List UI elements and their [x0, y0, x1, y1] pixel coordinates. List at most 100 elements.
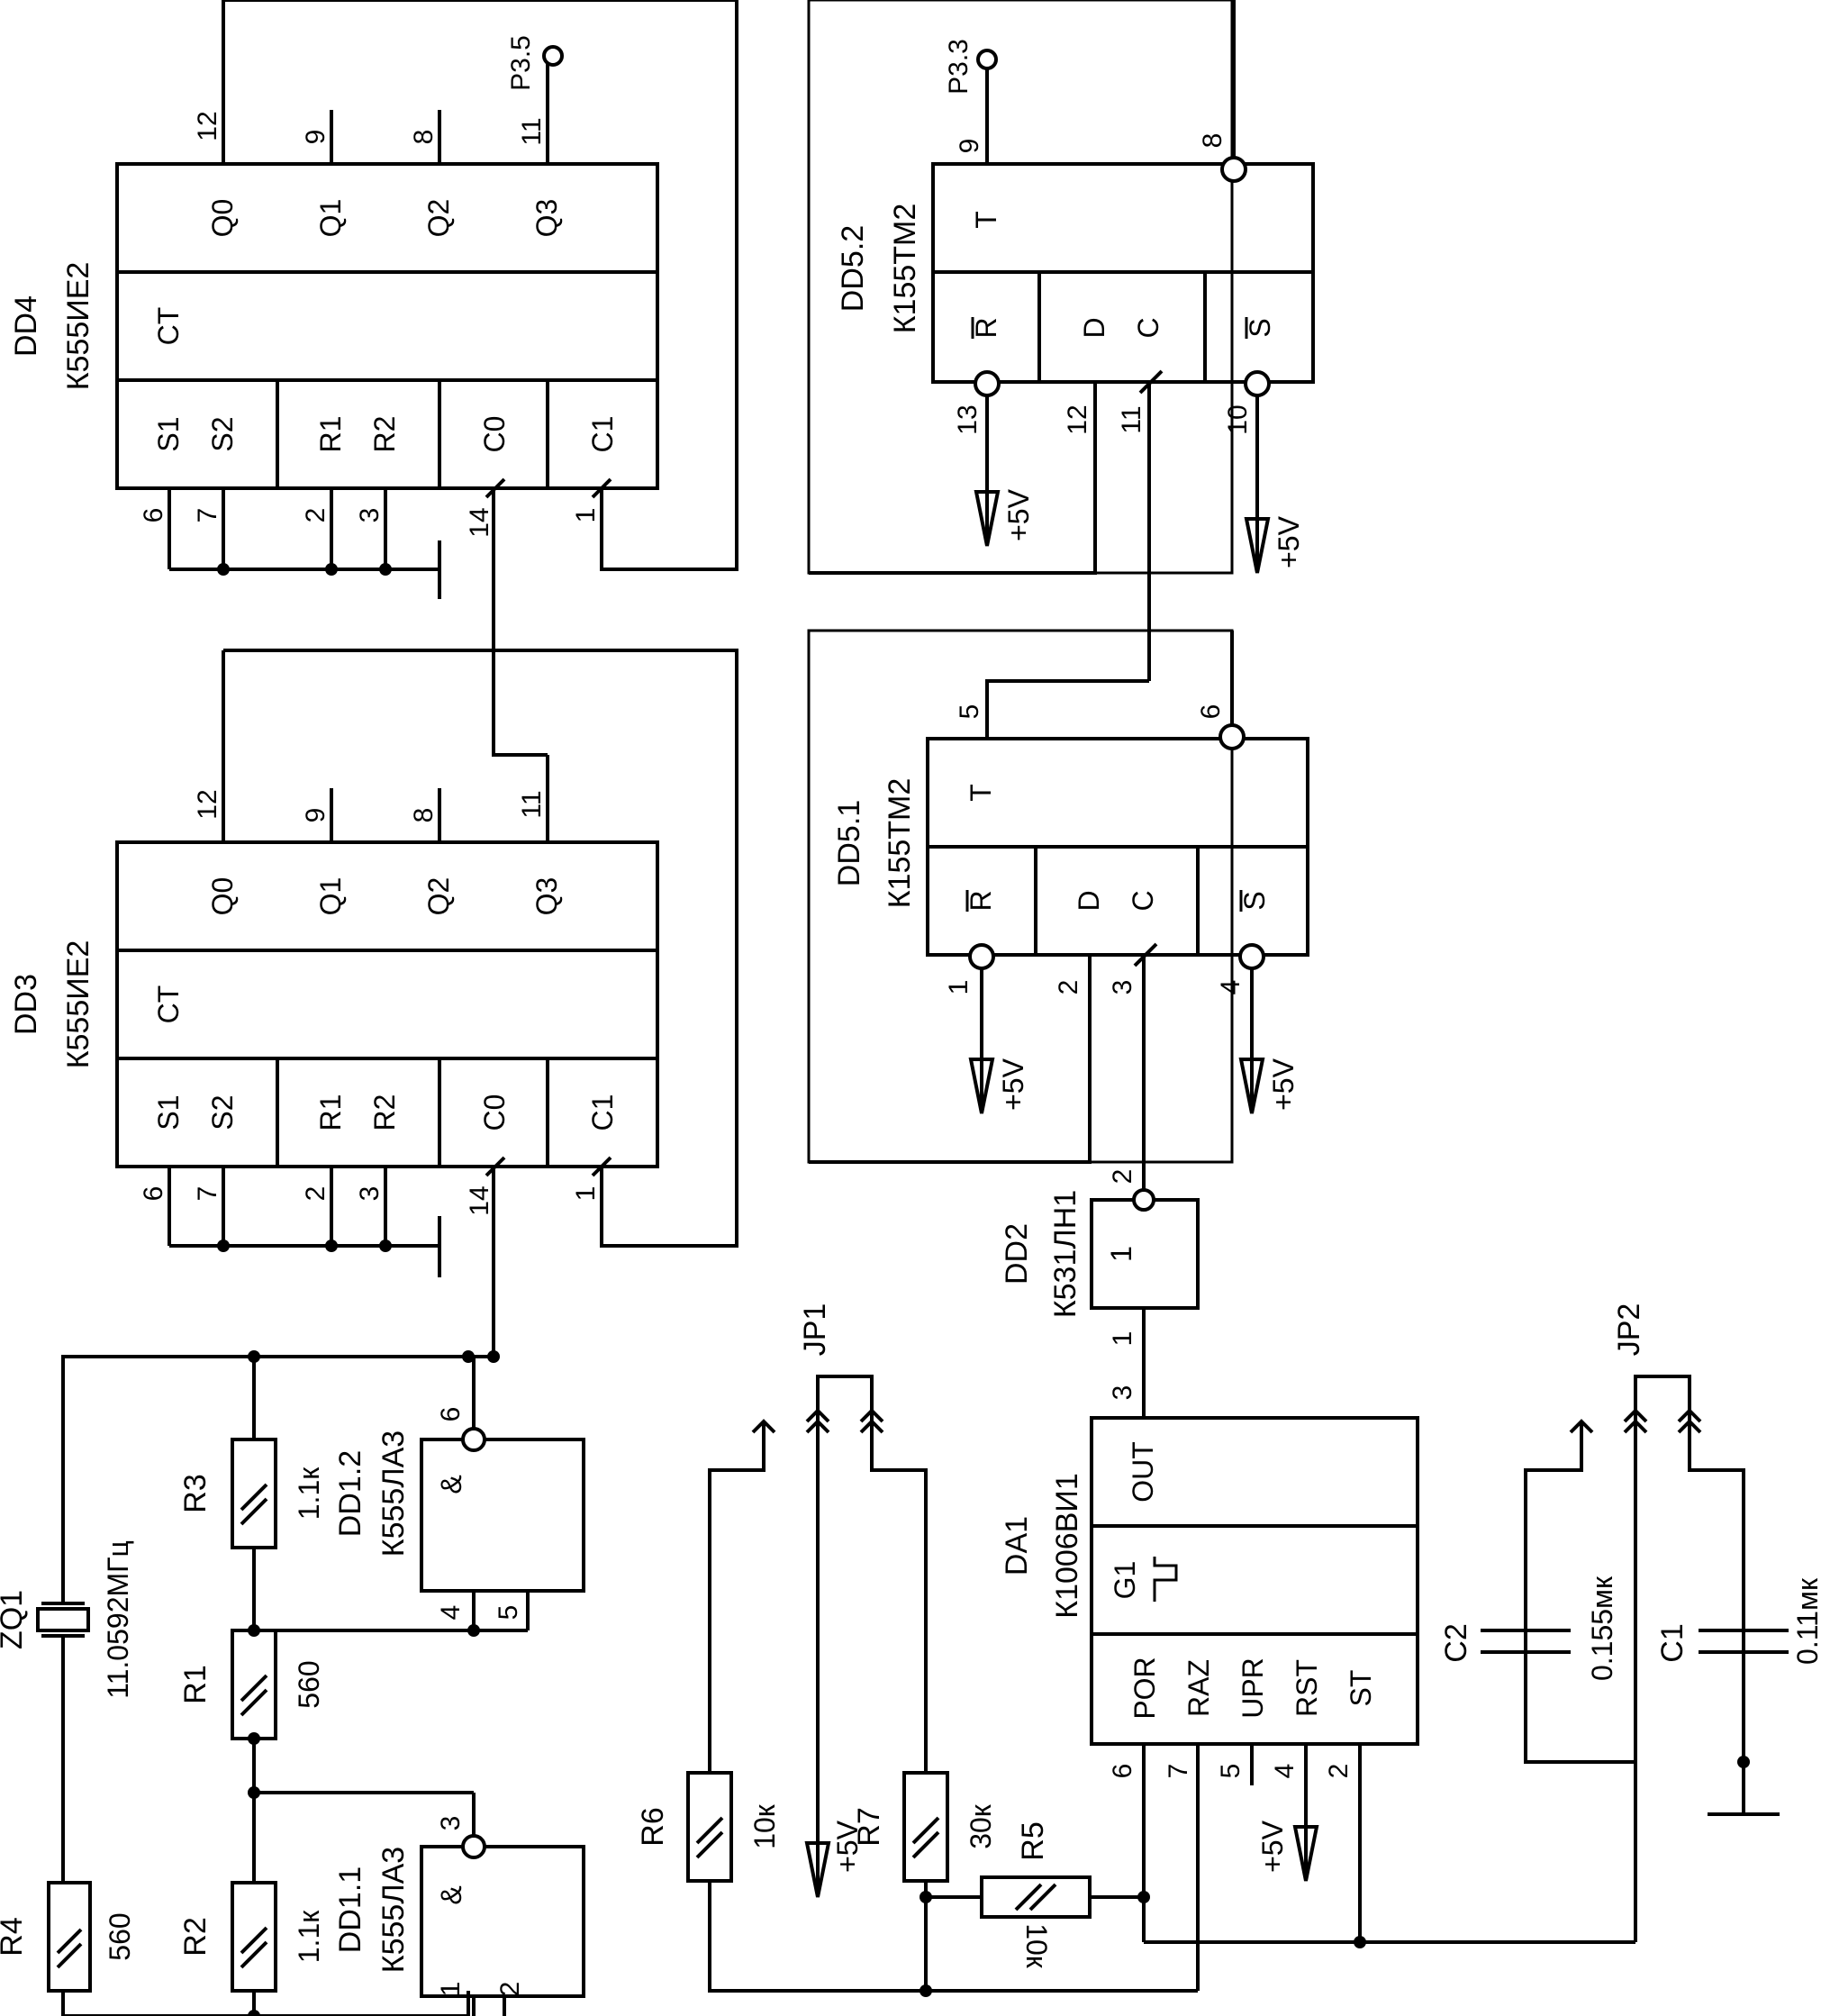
dd51-c-label: C: [1127, 890, 1159, 911]
dd52-t-label: T: [970, 211, 1002, 229]
dd51-pin-t: 5: [955, 704, 984, 720]
dd51-pin-s: 4: [1216, 980, 1246, 995]
da1-g1-label: G1: [1109, 1561, 1141, 1600]
dd3-pin-s1: 6: [139, 1186, 168, 1202]
dd12-ref: DD1.2: [333, 1450, 367, 1537]
dd4-pin-c1: 1: [571, 508, 601, 523]
dd4-pin-r1: 2: [301, 508, 331, 523]
wire-dd3-q3-to-dd4-c0: [492, 488, 548, 757]
p33-label: P3.3: [944, 39, 974, 95]
pulse-icon: [1153, 1557, 1178, 1602]
dd52-vcc-s: +5V: [1273, 515, 1305, 568]
dd3-s2-label: S2: [206, 1094, 239, 1130]
da1-pin-rst: 4: [1270, 1764, 1300, 1779]
dd3-q2-label: Q2: [422, 877, 455, 916]
chip-dd51: DD5.1 К155ТМ2 T R D C S 5 6 +5V 1 2 3 +5…: [807, 629, 1309, 1198]
dd4-q0-label: Q0: [206, 199, 239, 238]
dd52-pin-t: 9: [955, 139, 984, 154]
dd3-pin-s2: 7: [193, 1186, 222, 1202]
dd4-ref: DD4: [9, 295, 43, 357]
dd3-q0-label: Q0: [206, 877, 239, 916]
dd3-pin-c0: 14: [465, 1185, 494, 1215]
dd4-ct-label: CT: [152, 307, 185, 346]
dd4-r2-label: R2: [368, 416, 401, 453]
dd52-pin-r: 13: [953, 404, 983, 434]
dd52-part: К155ТМ2: [888, 204, 922, 334]
dd4-c1-label: C1: [586, 416, 619, 453]
da1-rst-label: RST: [1291, 1659, 1323, 1717]
dd4-pin-q0: 12: [193, 111, 222, 141]
chip-dd3: DD3 К555ИЕ2 CT Q0 Q1 Q2 Q3 S1 S2 R1 R2 C…: [9, 649, 738, 1277]
dd52-c-label: C: [1132, 317, 1164, 338]
da1-por-label: POR: [1128, 1657, 1161, 1719]
chip-dd2: 1 DD2 К531ЛН1 2 1: [1000, 1169, 1200, 1418]
dd4-pin-q3: 11: [517, 117, 547, 145]
dd3-part: К555ИЕ2: [61, 940, 95, 1069]
dd51-part: К155ТМ2: [883, 778, 917, 909]
dd3-s1-label: S1: [152, 1094, 185, 1130]
dd4-pin-r2: 3: [355, 508, 385, 523]
timing-network-1: JP1 +5V R6 10к R7 30к R5 10к: [636, 1303, 1635, 1997]
da1-pin-st: 2: [1324, 1764, 1354, 1779]
dd51-d-label: D: [1073, 890, 1105, 911]
dd4-q2-label: Q2: [422, 199, 455, 238]
dd3-q3-label: Q3: [530, 877, 563, 916]
r5-value: 10к: [1020, 1923, 1053, 1969]
dd3-pin-q3: 11: [517, 790, 547, 818]
dd3-pin-r1: 2: [301, 1186, 331, 1202]
dd4-q3-label: Q3: [530, 199, 563, 238]
r3-value: 1.1к: [293, 1467, 325, 1520]
zq1-ref: ZQ1: [0, 1590, 29, 1649]
dd11-part: К555ЛА3: [376, 1847, 411, 1973]
dd12-part: К555ЛА3: [376, 1430, 411, 1557]
dd3-c1-label: C1: [586, 1094, 619, 1131]
da1-part: К1006ВИ1: [1050, 1473, 1084, 1618]
jp1-ref: JP1: [798, 1303, 832, 1357]
dd3-pin-r2: 3: [355, 1186, 385, 1202]
dd4-pin-q2: 8: [409, 130, 439, 145]
dd52-d-label: D: [1078, 317, 1110, 338]
dd52-s-label: S: [1244, 318, 1276, 337]
dd11-symbol: &: [435, 1885, 467, 1904]
p35-terminal: [542, 45, 564, 67]
dd51-s-label: S: [1238, 891, 1271, 910]
da1-out-label: OUT: [1127, 1441, 1159, 1503]
dd12-pin-a: 4: [436, 1605, 466, 1621]
dd4-r1-label: R1: [314, 416, 347, 453]
oscillator: ZQ1 11.0592МГц R4 560 R3 1.1к R1 560 R2 …: [0, 1350, 585, 2016]
r2-value: 1.1к: [293, 1910, 325, 1963]
r4-ref: R4: [0, 1917, 29, 1956]
r2-ref: R2: [178, 1917, 213, 1956]
dd2-pin-in: 1: [1108, 1331, 1137, 1347]
dd2-symbol: 1: [1105, 1246, 1137, 1262]
jp1-vcc: +5V: [831, 1820, 864, 1872]
dd3-pin-q2: 8: [409, 808, 439, 823]
dd4-part: К555ИЕ2: [61, 262, 95, 391]
r7-value: 30к: [965, 1803, 997, 1849]
dd52-r-label: R: [970, 317, 1002, 338]
c1-ref: C1: [1655, 1623, 1690, 1662]
r4-value: 560: [104, 1912, 136, 1960]
dd52-ref: DD5.2: [836, 225, 870, 312]
dd52-pin-tq: 8: [1198, 133, 1228, 149]
r5-ref: R5: [1016, 1821, 1050, 1860]
dd4-pin-s2: 7: [193, 508, 222, 523]
dd51-r-label: R: [965, 890, 997, 911]
dd2-ref: DD2: [1000, 1223, 1034, 1285]
da1-pin-por: 6: [1108, 1764, 1137, 1779]
da1-pin-raz: 7: [1164, 1764, 1193, 1779]
dd3-pin-q0: 12: [193, 789, 222, 819]
dd51-vcc-r: +5V: [997, 1058, 1029, 1110]
da1-raz-label: RAZ: [1182, 1659, 1215, 1717]
r6-value: 10к: [748, 1803, 781, 1849]
dd2-pin-out: 2: [1108, 1169, 1137, 1185]
dd51-ref: DD5.1: [832, 800, 866, 886]
dd3-q1-label: Q1: [314, 877, 347, 916]
dd4-q1-label: Q1: [314, 199, 347, 238]
dd12-symbol: &: [435, 1475, 467, 1494]
chip-da1: DA1 К1006ВИ1 OUT G1 POR RAZ UPR RST ST 3…: [1000, 1385, 1419, 1991]
da1-st-label: ST: [1345, 1670, 1377, 1707]
r3-ref: R3: [178, 1474, 213, 1512]
dd11-pin-a: 1: [436, 1982, 466, 1997]
